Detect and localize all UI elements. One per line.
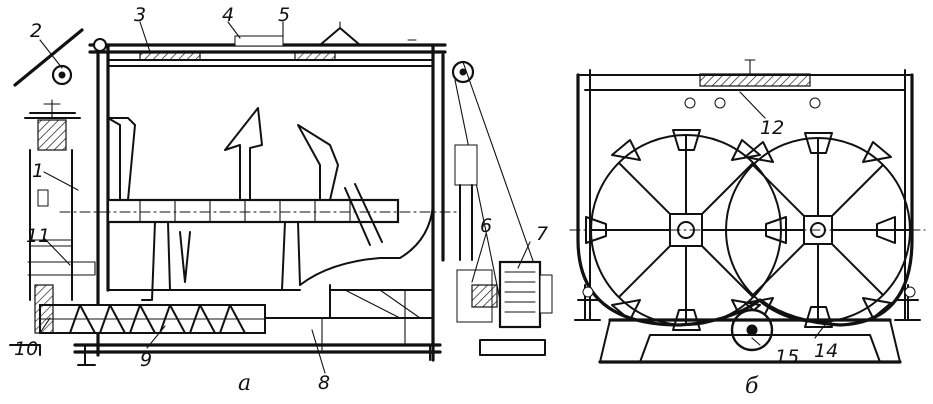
rotor-right-diagonal-blades (744, 141, 892, 319)
flap-pulley-hub (58, 71, 66, 79)
callout-labels: 2 3 4 5 1 11 10 9 8 6 7 12 15 14 (14, 4, 838, 394)
view-labels: а б (238, 371, 759, 399)
rotor-left-diagonal-blades (611, 139, 761, 321)
view-label-b: б (745, 374, 759, 399)
paddle-lower-1 (141, 221, 171, 301)
motor-cooling-fins (504, 271, 536, 313)
motor-base (479, 339, 546, 356)
callout-15: 15 (775, 346, 799, 368)
valve-body (37, 119, 67, 151)
callout-3: 3 (134, 4, 146, 26)
callout-6: 6 (480, 215, 492, 237)
end-view (569, 59, 926, 364)
paddle-lower-3 (179, 231, 191, 283)
tank-left-wall (96, 43, 110, 357)
paddle-3 (297, 124, 339, 201)
view-label-a: а (238, 371, 251, 396)
discharge-chute (264, 284, 434, 319)
motor-fan-cover (539, 274, 553, 314)
end-tank-top (577, 69, 913, 321)
leader-lines-end (739, 91, 831, 346)
hinged-flap (13, 28, 84, 87)
drive-housing-top (454, 144, 478, 186)
leader-lines-side (39, 21, 531, 374)
paddle-lower-2 (269, 221, 301, 291)
handwheel-spindle (43, 99, 61, 119)
end-lid-handle (744, 59, 756, 75)
lid-roller-1 (684, 97, 696, 109)
shaft-hub-segments (139, 199, 351, 223)
callout-8: 8 (318, 372, 330, 394)
base-frame (73, 343, 442, 354)
callout-9: 9 (140, 349, 152, 371)
end-lid-rack (699, 73, 811, 87)
callout-14: 14 (814, 340, 838, 362)
paddle-4 (344, 183, 383, 246)
side-view (9, 21, 553, 374)
right-pulley-hub (459, 68, 467, 76)
electric-motor (498, 260, 542, 329)
end-base-legs (599, 319, 901, 363)
drive-belt (454, 61, 546, 301)
discharge-roller-hub (746, 324, 758, 336)
lid-bracket-detail (339, 21, 417, 41)
lid-rack-right (294, 51, 336, 61)
coupling (471, 284, 498, 308)
tank-right-wall (431, 43, 445, 362)
screw-bearing-housing (34, 284, 54, 334)
column-fitting (37, 189, 49, 207)
callout-10: 10 (14, 338, 38, 360)
lid-roller-3 (809, 97, 821, 109)
lid-roller-2 (714, 97, 726, 109)
base-feet (77, 344, 431, 366)
lid-rack (139, 51, 201, 61)
end-base-stand (598, 318, 902, 364)
callout-2: 2 (30, 20, 42, 42)
callout-11: 11 (26, 225, 50, 247)
paddle-2 (224, 107, 263, 201)
lid-drive-block (234, 35, 284, 47)
tank-lid-rails (107, 59, 434, 67)
right-latch-pin (904, 286, 916, 298)
drive-column (459, 184, 473, 261)
base-left-bracket (9, 344, 41, 356)
chute-braces (344, 289, 421, 319)
lid-bracket (319, 27, 361, 46)
callout-5: 5 (278, 4, 290, 26)
top-left-roller (93, 38, 107, 52)
column-bracket (27, 261, 96, 276)
callout-7: 7 (536, 223, 548, 245)
rotor-left-blades (585, 129, 787, 331)
callout-12: 12 (760, 117, 784, 139)
paddle-1 (107, 117, 136, 201)
mixing-shaft (106, 198, 400, 224)
callout-1: 1 (32, 160, 44, 182)
left-latch-pin (582, 286, 594, 298)
tank-bottom-curve (299, 204, 434, 286)
callout-4: 4 (222, 4, 234, 26)
